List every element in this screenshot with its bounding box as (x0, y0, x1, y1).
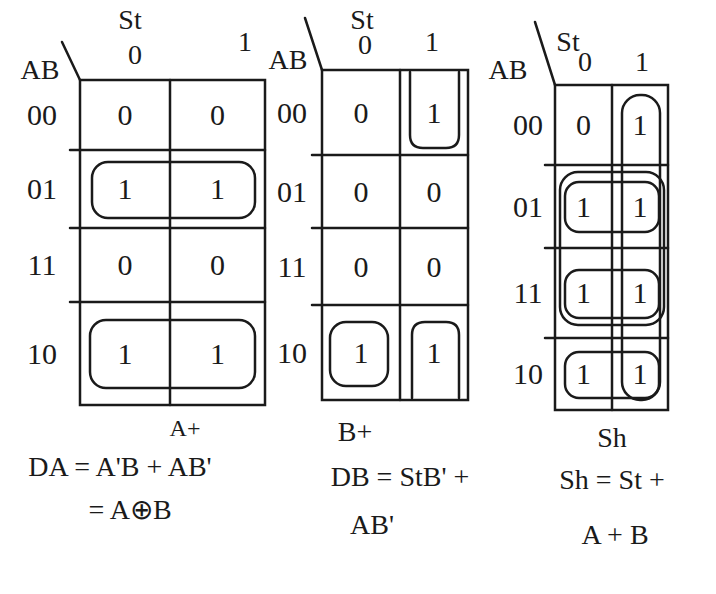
grid-line (70, 227, 265, 230)
kmap-grid (322, 70, 468, 400)
group-loop (565, 270, 659, 318)
cell-value: 1 (118, 339, 133, 369)
cell-value: 0 (354, 252, 369, 282)
corner-slash (305, 18, 322, 70)
cell-value: 0 (118, 100, 133, 130)
axis-label: AB (21, 56, 60, 84)
axis-label: St (350, 6, 373, 34)
cell-value: 0 (354, 177, 369, 207)
group-loop (92, 162, 255, 218)
cell-value: 0 (576, 110, 591, 140)
column-header: 0 (578, 48, 592, 76)
grid-line (312, 304, 468, 307)
row-label: 11 (514, 278, 543, 308)
column-header: 1 (425, 28, 439, 56)
axis-label: AB (489, 56, 528, 84)
cell-value: 1 (354, 338, 369, 368)
row-label: 00 (277, 98, 307, 128)
cell-value: 1 (576, 278, 591, 308)
grid-line (312, 227, 468, 230)
cell-value: 0 (210, 100, 225, 130)
cell-value: 0 (118, 250, 133, 280)
cell-value: 0 (354, 98, 369, 128)
row-label: 00 (513, 110, 543, 140)
column-header: 0 (128, 41, 142, 69)
row-label: 00 (27, 100, 57, 130)
axis-label: St (118, 6, 141, 34)
equation: Sh = St + (559, 466, 665, 494)
grid-line (545, 164, 668, 167)
cell-value: 0 (427, 252, 442, 282)
cell-value: 1 (633, 359, 648, 389)
kmap-grid (80, 80, 265, 405)
cell-value: 1 (210, 339, 225, 369)
grid-line (399, 70, 402, 400)
cell-value: 1 (427, 338, 442, 368)
equation: = A⊕B (88, 496, 171, 524)
cell-value: 1 (210, 174, 225, 204)
cell-value: 1 (427, 98, 442, 128)
cell-value: 1 (633, 192, 648, 222)
axis-label: St (556, 28, 579, 56)
cell-value: 1 (633, 278, 648, 308)
row-label: 11 (278, 252, 307, 282)
grid-line (169, 80, 172, 405)
map-name: A+ (170, 416, 201, 440)
row-label: 10 (513, 359, 543, 389)
grid-line (545, 247, 668, 250)
grid-line (70, 149, 265, 152)
cell-value: 0 (427, 177, 442, 207)
equation: DB = StB' + (331, 463, 470, 491)
map-name: B+ (338, 418, 372, 446)
cell-value: 1 (576, 359, 591, 389)
column-header: 0 (358, 31, 372, 59)
row-label: 11 (28, 250, 57, 280)
row-label: 10 (27, 339, 57, 369)
cell-value: 1 (118, 174, 133, 204)
corner-slash (62, 42, 80, 80)
map-name: Sh (597, 424, 627, 452)
equation: AB' (350, 511, 394, 539)
group-loop (330, 322, 388, 386)
column-header: 1 (635, 48, 649, 76)
group-loop (410, 72, 459, 148)
group-loop (565, 182, 659, 232)
group-loop (90, 320, 255, 388)
cell-value: 0 (210, 250, 225, 280)
equation: A + B (581, 521, 648, 549)
group-loop (560, 172, 664, 325)
row-label: 01 (277, 177, 307, 207)
grid-line (312, 154, 468, 157)
grid-line (70, 301, 265, 304)
grid-line (545, 337, 668, 340)
cell-value: 1 (633, 110, 648, 140)
group-loop (565, 352, 659, 398)
column-header: 1 (238, 28, 252, 56)
axis-label: AB (269, 46, 308, 74)
corner-slash (535, 22, 555, 85)
equation: DA = A'B + AB' (28, 453, 211, 481)
row-label: 01 (513, 192, 543, 222)
row-label: 01 (27, 174, 57, 204)
row-label: 10 (277, 338, 307, 368)
cell-value: 1 (576, 192, 591, 222)
group-loop (412, 322, 459, 398)
